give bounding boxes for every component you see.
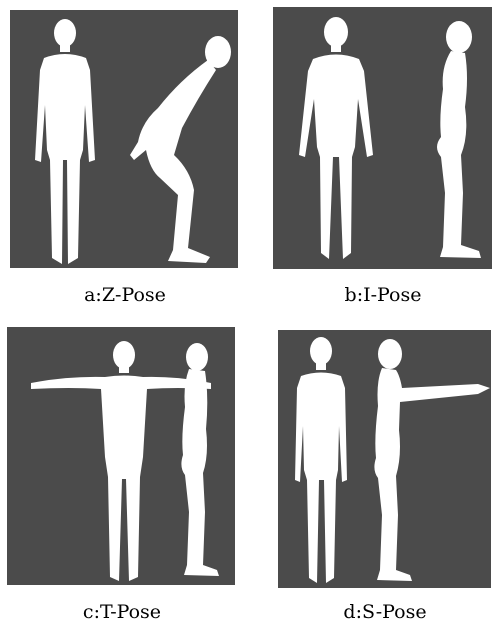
s-pose-figures xyxy=(278,330,491,588)
caption-s-pose: d:S-Pose xyxy=(270,601,493,623)
s-pose-front-silhouette xyxy=(295,337,347,583)
z-pose-front-silhouette xyxy=(35,19,95,264)
panel-i-pose xyxy=(273,7,492,269)
s-pose-side-silhouette xyxy=(374,339,490,581)
caption-z-pose: a:Z-Pose xyxy=(10,284,240,306)
panel-z-pose xyxy=(10,10,238,268)
i-pose-figures xyxy=(273,7,492,269)
t-pose-figures xyxy=(7,327,235,585)
i-pose-front-silhouette xyxy=(299,17,373,259)
caption-i-pose: b:I-Pose xyxy=(268,284,493,306)
caption-t-pose: c:T-Pose xyxy=(7,601,237,623)
t-pose-side-silhouette xyxy=(181,343,219,576)
panel-s-pose xyxy=(278,330,491,588)
z-pose-figures xyxy=(10,10,238,268)
panel-t-pose xyxy=(7,327,235,585)
i-pose-side-silhouette xyxy=(437,21,481,258)
z-pose-side-silhouette xyxy=(130,36,231,263)
